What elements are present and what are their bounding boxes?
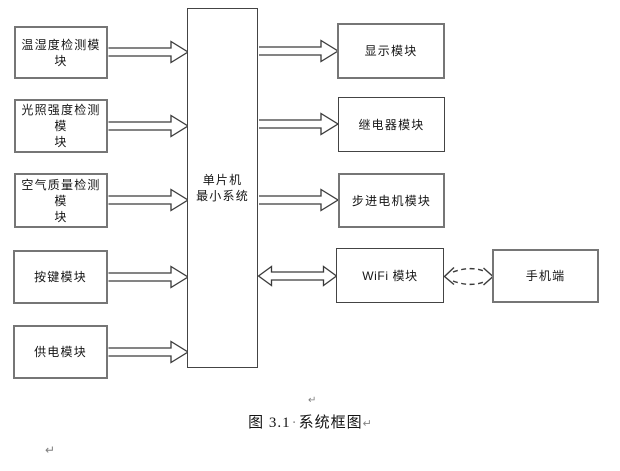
module-label: 继电器模块 (358, 117, 425, 132)
module-box-display: 显示模块 (337, 23, 445, 79)
module-label: 单片机 最小系统 (196, 173, 249, 203)
arrow-temp-humidity-to-mcu (108, 40, 190, 64)
module-label: 步进电机模块 (351, 193, 432, 208)
module-label: 显示模块 (364, 44, 418, 58)
module-box-mcu-minimal-system: 单片机 最小系统 (187, 8, 258, 368)
module-box-stepper-motor: 步进电机模块 (338, 173, 445, 228)
arrow-mcu-wifi-bidirectional (257, 265, 338, 287)
module-label: 温湿度检测模块 (21, 37, 101, 68)
module-box-wifi: WiFi 模块 (336, 248, 444, 303)
paragraph-mark-icon: ↵ (45, 443, 56, 457)
module-label: 供电模块 (34, 345, 87, 359)
module-label: 手机端 (525, 269, 566, 283)
paragraph-mark-icon: ↵ (362, 418, 372, 430)
paragraph-mark-icon: ↵ (308, 395, 317, 406)
arrow-air-quality-to-mcu (108, 188, 190, 212)
arrow-wifi-phone-dashed (443, 266, 495, 286)
module-box-air-quality: 空气质量检测模 块 (14, 173, 108, 228)
module-label: WiFi 模块 (362, 268, 418, 283)
module-box-temperature-humidity: 温湿度检测模块 (14, 26, 108, 79)
arrow-keys-to-mcu (108, 265, 190, 289)
arrow-mcu-to-stepper (259, 188, 340, 212)
arrow-mcu-to-relay (259, 112, 340, 136)
module-label: 光照强度检测模 块 (21, 103, 101, 149)
arrow-mcu-to-display (259, 39, 340, 63)
module-box-keys: 按键模块 (13, 250, 108, 304)
module-box-power-supply: 供电模块 (13, 325, 108, 379)
caption-figure-number: 图 3.1 (248, 415, 291, 431)
figure-caption: 图 3.1·系统框图↵ (0, 411, 620, 432)
caption-title: 系统框图 (298, 415, 363, 431)
module-label: 空气质量检测模 块 (21, 177, 101, 224)
arrow-light-to-mcu (108, 114, 190, 138)
caption-separator-dot: · (291, 415, 298, 431)
arrow-power-to-mcu (108, 340, 190, 364)
module-box-light-intensity: 光照强度检测模 块 (14, 99, 108, 153)
module-box-phone: 手机端 (492, 249, 599, 303)
module-label: 按键模块 (34, 270, 87, 284)
module-box-relay: 继电器模块 (338, 97, 445, 152)
